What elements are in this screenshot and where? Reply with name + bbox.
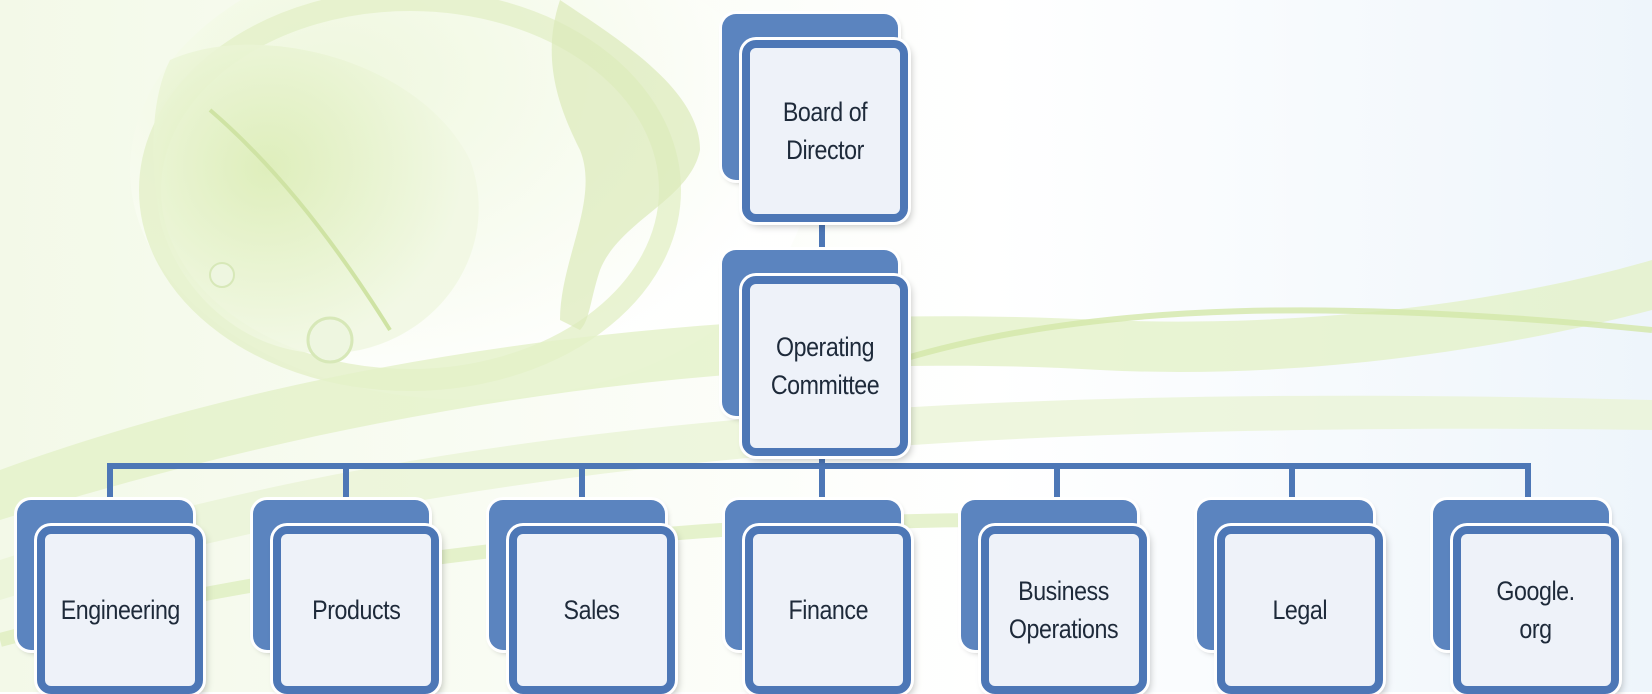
node-label: Sales bbox=[564, 595, 620, 625]
node-label: Google. org bbox=[1496, 576, 1576, 644]
node-label: Engineering bbox=[60, 595, 180, 625]
node-label: Operating Committee bbox=[770, 332, 880, 400]
node-label: Business Operations bbox=[1009, 576, 1119, 644]
node-label: Products bbox=[311, 595, 401, 625]
node-label: Legal bbox=[1272, 595, 1328, 625]
node-label: Board of Director bbox=[782, 97, 868, 165]
node-label: Finance bbox=[788, 595, 868, 625]
